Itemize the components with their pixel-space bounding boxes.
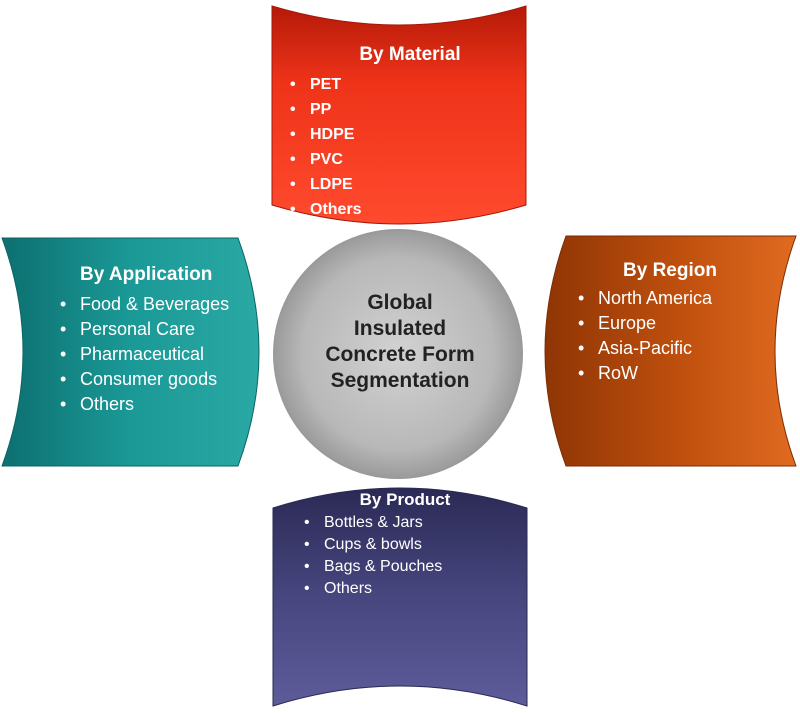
application-title: By Application bbox=[80, 264, 213, 285]
list-item: HDPE bbox=[290, 122, 520, 147]
list-item: RoW bbox=[578, 361, 770, 386]
list-item: Consumer goods bbox=[60, 367, 260, 392]
region-title: By Region bbox=[623, 260, 717, 281]
region-list: North America Europe Asia-Pacific RoW bbox=[570, 286, 770, 386]
list-item: Personal Care bbox=[60, 317, 260, 342]
center-circle bbox=[273, 229, 523, 479]
product-list: Bottles & Jars Cups & bowls Bags & Pouch… bbox=[290, 512, 520, 600]
list-item: PVC bbox=[290, 147, 520, 172]
product-title: By Product bbox=[359, 490, 451, 509]
application-list: Food & Beverages Personal Care Pharmaceu… bbox=[50, 292, 260, 417]
list-item: North America bbox=[578, 286, 770, 311]
list-item: Asia-Pacific bbox=[578, 336, 770, 361]
list-item: Bags & Pouches bbox=[304, 556, 520, 578]
center-title: Global Insulated Concrete Form Segmentat… bbox=[290, 290, 510, 394]
material-panel: By Material PET PP HDPE PVC LDPE Others bbox=[280, 44, 520, 222]
material-list: PET PP HDPE PVC LDPE Others bbox=[280, 72, 520, 222]
center-line: Insulated bbox=[353, 317, 447, 340]
list-item: Food & Beverages bbox=[60, 292, 260, 317]
region-panel: By Region North America Europe Asia-Paci… bbox=[570, 260, 770, 386]
list-item: Bottles & Jars bbox=[304, 512, 520, 534]
list-item: Others bbox=[290, 197, 520, 222]
list-item: PET bbox=[290, 72, 520, 97]
list-item: Others bbox=[304, 578, 520, 600]
list-item: LDPE bbox=[290, 172, 520, 197]
product-panel: By Product Bottles & Jars Cups & bowls B… bbox=[290, 490, 520, 600]
application-panel: By Application Food & Beverages Personal… bbox=[50, 264, 260, 417]
center-line: Concrete Form bbox=[325, 343, 475, 366]
list-item: Cups & bowls bbox=[304, 534, 520, 556]
material-title: By Material bbox=[359, 44, 461, 65]
list-item: Pharmaceutical bbox=[60, 342, 260, 367]
list-item: PP bbox=[290, 97, 520, 122]
list-item: Others bbox=[60, 392, 260, 417]
center-line: Global bbox=[367, 291, 433, 314]
list-item: Europe bbox=[578, 311, 770, 336]
center-line: Segmentation bbox=[330, 369, 470, 392]
